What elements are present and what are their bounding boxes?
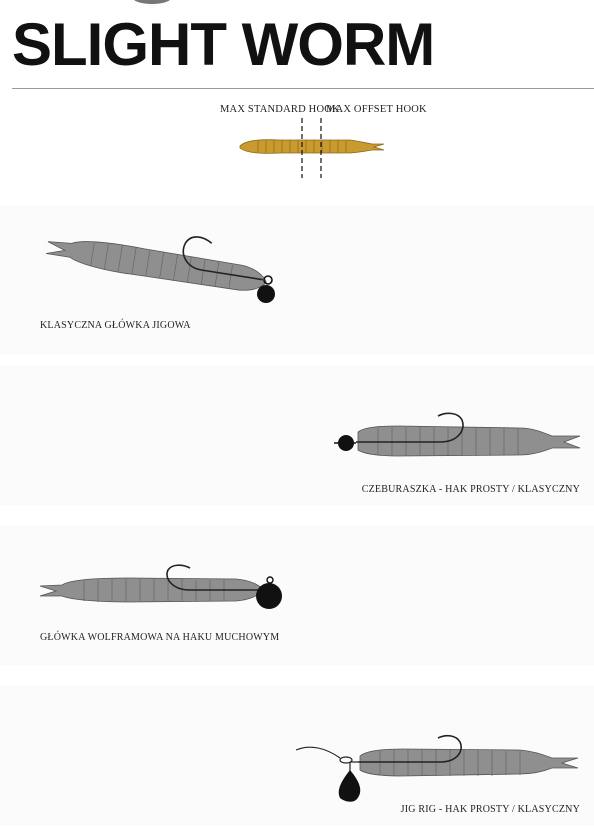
max-standard-hook-label: MAX STANDARD HOOK [220,104,340,115]
rig-2-label: CZEBURASZKA - HAK PROSTY / KLASYCZNY [361,484,580,495]
rig-1-illustration [46,236,267,291]
lure-reference [239,118,385,178]
divider [12,88,594,89]
rig-1-eyelet [263,275,273,285]
rig-4-illustration [295,734,579,802]
rig-1-jig-head [257,285,275,303]
rig-3-tungsten-head [256,583,282,609]
rig-4-label: JIG RIG - HAK PROSTY / KLASYCZNY [400,804,580,815]
rig-1-label: KLASYCZNA GŁÓWKA JIGOWA [40,320,191,331]
partial-logo-shape [132,0,172,4]
max-offset-hook-label: MAX OFFSET HOOK [326,104,427,115]
rig-2-illustration [334,412,581,457]
page-title: SLIGHT WORM [12,11,435,78]
rig-3-illustration [39,564,282,609]
rig-4-jig-weight [338,770,361,802]
rig-3-label: GŁÓWKA WOLFRAMOWA NA HAKU MUCHOWYM [40,632,280,643]
rig-panel-1 [0,205,594,355]
